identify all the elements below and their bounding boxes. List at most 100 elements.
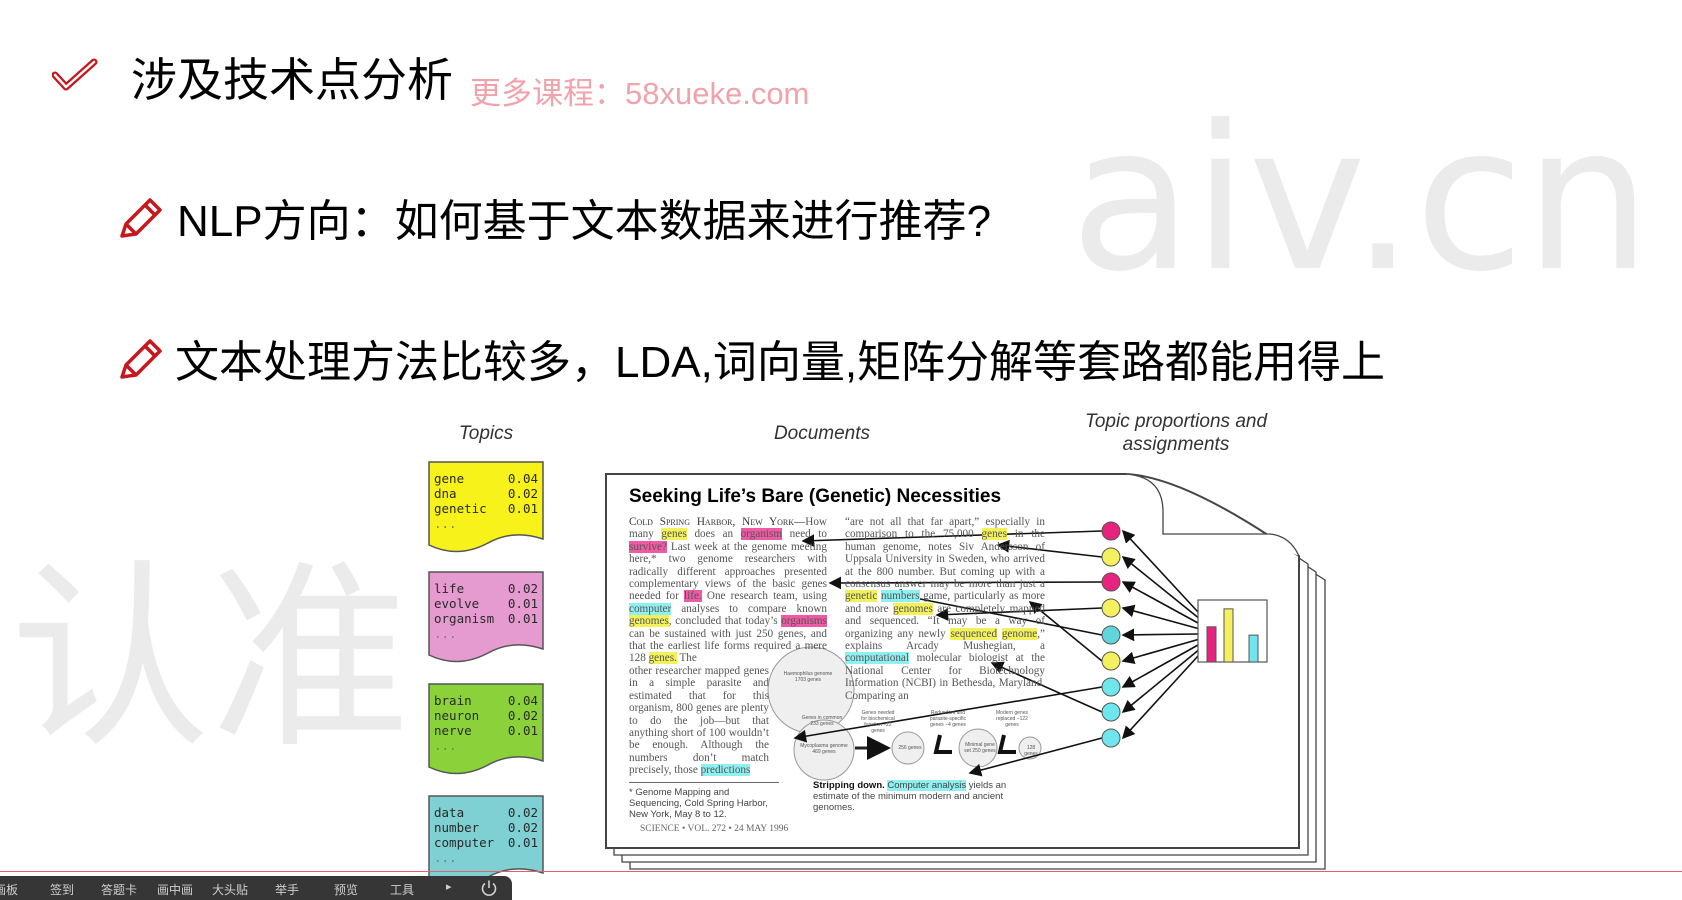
topic-word: number [434,820,480,835]
topic-assignment-dot [1101,702,1121,722]
article-text: The [676,652,697,665]
toolbar-item-tools[interactable]: 工具 [390,883,415,897]
bottom-toolbar: 画板 签到 答题卡 画中画 大头贴 举手 预览 工具 ▸ [0,876,512,900]
article-text: are completely mapped and sequenced. “It… [845,602,1045,640]
proportion-arrow [1121,604,1199,630]
topic-assignment-dot [1101,728,1121,748]
caption-topics: Topics [458,423,514,444]
page-title: 涉及技术点分析 [131,54,453,106]
topic-assignment-dot [1101,547,1121,567]
highlighted-word: computer [629,602,672,615]
article-text: “are not all that far apart,” especially… [845,516,1045,541]
toolbar-item-preview[interactable]: 预览 [334,883,359,897]
assignment-arrow [968,737,1103,777]
highlighted-word: organisms [781,615,827,628]
venn-circle [891,731,925,765]
article-column-1-lower: other researcher mapped genes in a simpl… [629,665,769,777]
topic-word-prob: 0.04 [507,471,538,486]
label-minimal: Minimal gene set 250 genes [964,742,996,754]
label-needed: Genes needed for biochemical function −2… [861,710,895,734]
proportion-bar [1206,626,1217,663]
figure-arrow [997,734,1016,754]
topic-word: life [434,581,465,596]
highlighted-word: genes [981,528,1008,541]
proportion-bar [1223,608,1234,663]
proportion-arrow [1121,581,1199,624]
topic-word-prob: 0.02 [507,486,538,501]
article-text: game, particularly as more and more [845,590,1045,615]
proportion-arrow [1121,529,1199,613]
assignment-arrow [801,530,1103,548]
article-text: need to [782,528,828,541]
checkmark-icon [52,58,98,91]
play-icon[interactable]: ▸ [446,881,452,893]
bullet-methods: 文本处理方法比较多，LDA,词向量,矩阵分解等套路都能用得上 [175,338,1386,387]
highlighted-word: sequenced [950,627,998,640]
toolbar-item-answer-sheet[interactable]: 答题卡 [101,883,138,897]
highlighted-word: genes. [648,652,677,665]
topic-assignment-dot [1101,598,1121,618]
topic-word: organism [434,611,495,626]
highlighted-word: genomes [629,615,669,628]
toolbar-item-pip[interactable]: 画中画 [157,883,194,897]
label-haemophilus: Haemophilus genome 1703 genes [783,671,833,683]
label-redundant: Redundant and parasite-specific genes −4… [929,710,967,728]
background-watermark-right: aiv.cn [1070,83,1652,316]
label-256: 256 genes [898,745,922,751]
topic-word-prob: 0.02 [507,708,538,723]
article-text: One research team, using [701,590,827,603]
topic-word: computer [434,835,495,850]
figure-caption-bold: Stripping down. [813,780,885,791]
divider-line [0,871,1682,872]
highlighted-word: numbers [880,590,920,603]
assignment-arrow [996,539,1103,558]
topic-assignment-dot [1101,521,1121,541]
article-column-1: Cold Spring Harbor, New York—How many ge… [629,516,827,665]
topic-word-row: gene 0.04 [434,471,538,486]
topic-word: gene [434,471,465,486]
article-text: Last week at the genome meeting here,* t… [629,540,827,603]
article-footnote: * Genome Mapping and Sequencing, Cold Sp… [629,781,779,820]
topic-word: neuron [434,708,480,723]
proportion-arrow [1121,628,1199,642]
article-text: How many [629,516,827,541]
topic-more: ... [434,626,457,641]
topic-word-row: number 0.02 [434,820,538,835]
topic-word: dna [434,486,457,501]
power-icon[interactable] [480,879,498,897]
article-text: , concluded that today’s [668,615,782,628]
article-column-2: “are not all that far apart,” especially… [845,516,1045,702]
label-mycoplasma: Mycoplasma genome 469 genes [800,743,848,755]
article-dateline: Cold Spring Harbor, New York— [629,516,806,528]
pencil-icon [120,198,162,238]
label-common: Genes in common 233 genes [801,715,843,727]
assignment-arrow [1028,600,1103,662]
topic-more: ... [434,738,457,753]
proportion-arrow [1121,649,1199,714]
highlighted-word: genomes [893,602,933,615]
topic-word-prob: 0.02 [507,820,538,835]
toolbar-item-whiteboard[interactable]: 画板 [0,883,19,897]
toolbar-item-raise-hand[interactable]: 举手 [275,883,300,897]
article-text: in the human genome, notes Siv Andersson… [845,528,1045,591]
article-text: other researcher mapped genes in a simpl… [629,664,769,777]
proportion-arrow [1121,555,1199,619]
site-watermark: 更多课程：58xueke.com [470,76,810,111]
topic-more: ... [434,516,457,531]
article-text: molecular biologist at the National Cent… [845,652,1045,702]
topic-word: data [434,805,465,820]
assignment-arrow [793,686,1103,743]
topic-word-prob: 0.01 [507,611,538,626]
assignment-arrow [935,607,1103,621]
toolbar-item-checkin[interactable]: 签到 [50,883,75,897]
article-column-1-flow: Cold Spring Harbor, New York—How many ge… [629,516,827,835]
toolbar-item-sticker[interactable]: 大头贴 [212,883,249,897]
topic-proportions-chart [1197,599,1268,663]
